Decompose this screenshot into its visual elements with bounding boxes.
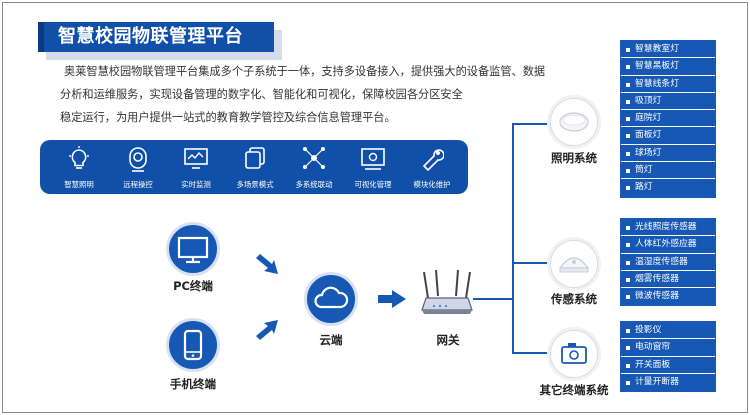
list-item[interactable]: 庭院灯 (621, 110, 715, 128)
list-item[interactable]: 智慧教室灯 (621, 41, 715, 59)
description: 奥莱智慧校园物联管理平台集成多个子系统于一体，支持多设备接入，提供强大的设备监管… (60, 60, 584, 129)
feature-multi-system[interactable]: 多系统联动 (287, 140, 341, 194)
feature-realtime-monitor[interactable]: 实时监测 (169, 140, 223, 194)
monitor-icon (184, 148, 208, 169)
bus-to-sensing (512, 262, 548, 264)
pc-terminal-node[interactable] (166, 222, 220, 276)
feature-bar: 智慧照明 远程操控 实时监测 多场景模式 多系统联动 (40, 140, 468, 194)
list-item[interactable]: 球场灯 (621, 144, 715, 163)
bus-to-terminals (512, 352, 548, 354)
list-item[interactable]: 智慧线条灯 (621, 75, 715, 93)
lighting-system-node[interactable] (550, 98, 598, 146)
main-bus (512, 123, 514, 353)
layers-icon (245, 147, 265, 169)
list-item[interactable]: 微波传感器 (621, 288, 715, 306)
feature-multi-scene[interactable]: 多场景模式 (228, 140, 282, 194)
list-item[interactable]: 光线照度传感器 (621, 219, 715, 237)
arrow-cloud-to-gateway-icon (378, 290, 406, 308)
ceiling-light-icon (559, 112, 589, 132)
sensor-icon (558, 257, 590, 273)
wrench-icon (422, 149, 444, 172)
feature-smart-lighting[interactable]: 智慧照明 (52, 140, 106, 194)
arrow-mobile-to-cloud-icon (256, 320, 278, 340)
feature-visual-management[interactable]: 可视化管理 (346, 140, 400, 194)
bus-to-lighting (512, 123, 548, 125)
list-item[interactable]: 开关面板 (621, 356, 715, 374)
feature-label: 实时监测 (181, 180, 211, 189)
feature-remote-control[interactable]: 远程操控 (111, 140, 165, 194)
cloud-icon (314, 286, 349, 309)
terminal-system-label: 其它终端系统 (539, 383, 609, 397)
list-item[interactable]: 筒灯 (621, 162, 715, 180)
arrow-pc-to-cloud-icon (256, 254, 278, 274)
feature-label: 可视化管理 (354, 180, 392, 189)
phone-icon (183, 329, 203, 361)
camera-icon (129, 147, 147, 172)
feature-modular-maintenance[interactable]: 模块化维护 (405, 140, 459, 194)
list-item[interactable]: 温湿度传感器 (621, 253, 715, 271)
terminal-system-node[interactable] (550, 330, 598, 378)
sensing-system-label: 传感系统 (551, 292, 597, 306)
list-item[interactable]: 烟雾传感器 (621, 270, 715, 289)
description-line-3: 稳定运行，为用户提供一站式的教育教学管控及综合信息管理平台。 (60, 111, 396, 124)
cloud-label: 云端 (319, 333, 343, 347)
sensor-device-list: 光线照度传感器 人体红外感应器 温湿度传感器 烟雾传感器 微波传感器 (620, 218, 716, 307)
terminal-device-list: 投影仪 电动窗帘 开关面板 计量开断器 (620, 321, 716, 393)
gateway-label: 网关 (436, 333, 460, 347)
cloud-node[interactable] (304, 272, 358, 326)
router-icon[interactable] (420, 268, 474, 330)
feature-label: 多场景模式 (236, 180, 274, 189)
list-item[interactable]: 计量开断器 (621, 373, 715, 392)
list-item[interactable]: 电动窗帘 (621, 339, 715, 357)
bulb-icon (69, 146, 89, 169)
list-item[interactable]: 面板灯 (621, 127, 715, 145)
list-item[interactable]: 投影仪 (621, 322, 715, 340)
mobile-terminal-label: 手机终端 (170, 377, 216, 391)
network-icon (303, 147, 325, 169)
description-line-1: 奥莱智慧校园物联管理平台集成多个子系统于一体，支持多设备接入，提供强大的设备监管… (64, 65, 546, 78)
pc-terminal-label: PC终端 (173, 279, 213, 293)
screen-icon (361, 148, 385, 170)
lighting-system-label: 照明系统 (551, 151, 597, 165)
sensing-system-node[interactable] (550, 240, 598, 288)
list-item[interactable]: 路灯 (621, 179, 715, 197)
list-item[interactable]: 人体红外感应器 (621, 236, 715, 254)
terminal-icon (561, 343, 587, 364)
description-line-2: 分析和运维服务，实现设备管理的数字化、智能化和可视化，保障校园各分区安全 (60, 88, 463, 101)
list-item[interactable]: 吸顶灯 (621, 92, 715, 111)
lighting-device-list: 智慧教室灯 智慧黑板灯 智慧线条灯 吸顶灯 庭院灯 面板灯 球场灯 筒灯 路灯 (620, 40, 716, 198)
page-title: 智慧校园物联管理平台 (38, 22, 274, 52)
feature-label: 智慧照明 (64, 180, 94, 189)
feature-label: 远程操控 (123, 180, 153, 189)
list-item[interactable]: 智慧黑板灯 (621, 58, 715, 76)
feature-label: 多系统联动 (295, 180, 333, 189)
feature-label: 模块化维护 (413, 180, 451, 189)
pc-monitor-icon (177, 236, 209, 264)
gateway-connector (473, 298, 513, 300)
mobile-terminal-node[interactable] (166, 318, 220, 372)
